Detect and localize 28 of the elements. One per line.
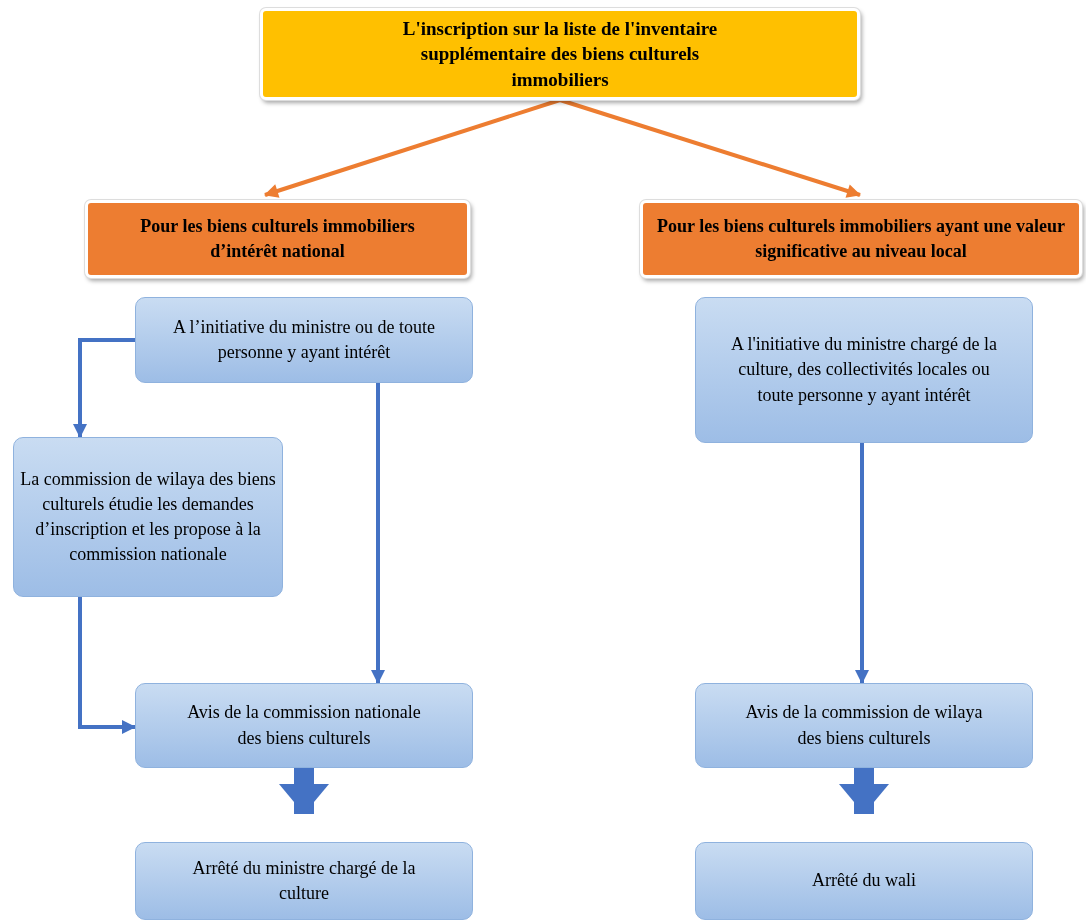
arrow	[371, 383, 385, 684]
step-text: A l’initiative du ministre ou de toute personne y ayant intérêt	[172, 315, 436, 364]
block-arrow	[279, 768, 329, 814]
title-box	[260, 8, 860, 100]
step-text: La commission de wilaya des biens culturels étudie les demandes d’inscription et les propose à la commission nationale	[20, 467, 276, 567]
arrow	[73, 338, 135, 438]
step-text: Arrêté du wali	[812, 869, 916, 893]
arrow	[855, 443, 869, 684]
block-arrow	[839, 768, 889, 814]
process-box	[695, 842, 1033, 920]
step-text: Avis de la commission nationale des biens culturels	[186, 701, 422, 750]
process-box	[135, 842, 473, 920]
arrow	[559, 98, 861, 198]
step-text: Avis de la commission de wilaya des biens culturels	[744, 701, 984, 750]
process-box	[135, 297, 473, 383]
title-text: L'inscription sur la liste de l'inventaire supplémentaire des biens culturels immobiliers	[401, 16, 719, 92]
arrow	[264, 98, 561, 198]
process-box	[695, 683, 1033, 768]
process-box	[135, 683, 473, 768]
category-label: Pour les biens culturels immobiliers d’intérêt national	[139, 214, 416, 263]
process-box	[695, 297, 1033, 443]
category-box	[85, 200, 470, 278]
category-label: Pour les biens culturels immobiliers ayant une valeur significative au niveau local	[656, 214, 1066, 263]
step-text: A l'initiative du ministre chargé de la culture, des collectivités locales ou toute personne y ayant intérêt	[730, 333, 998, 407]
step-text: Arrêté du ministre chargé de la culture	[191, 856, 417, 905]
category-box	[640, 200, 1082, 278]
process-box	[13, 437, 283, 597]
arrow	[78, 597, 136, 734]
